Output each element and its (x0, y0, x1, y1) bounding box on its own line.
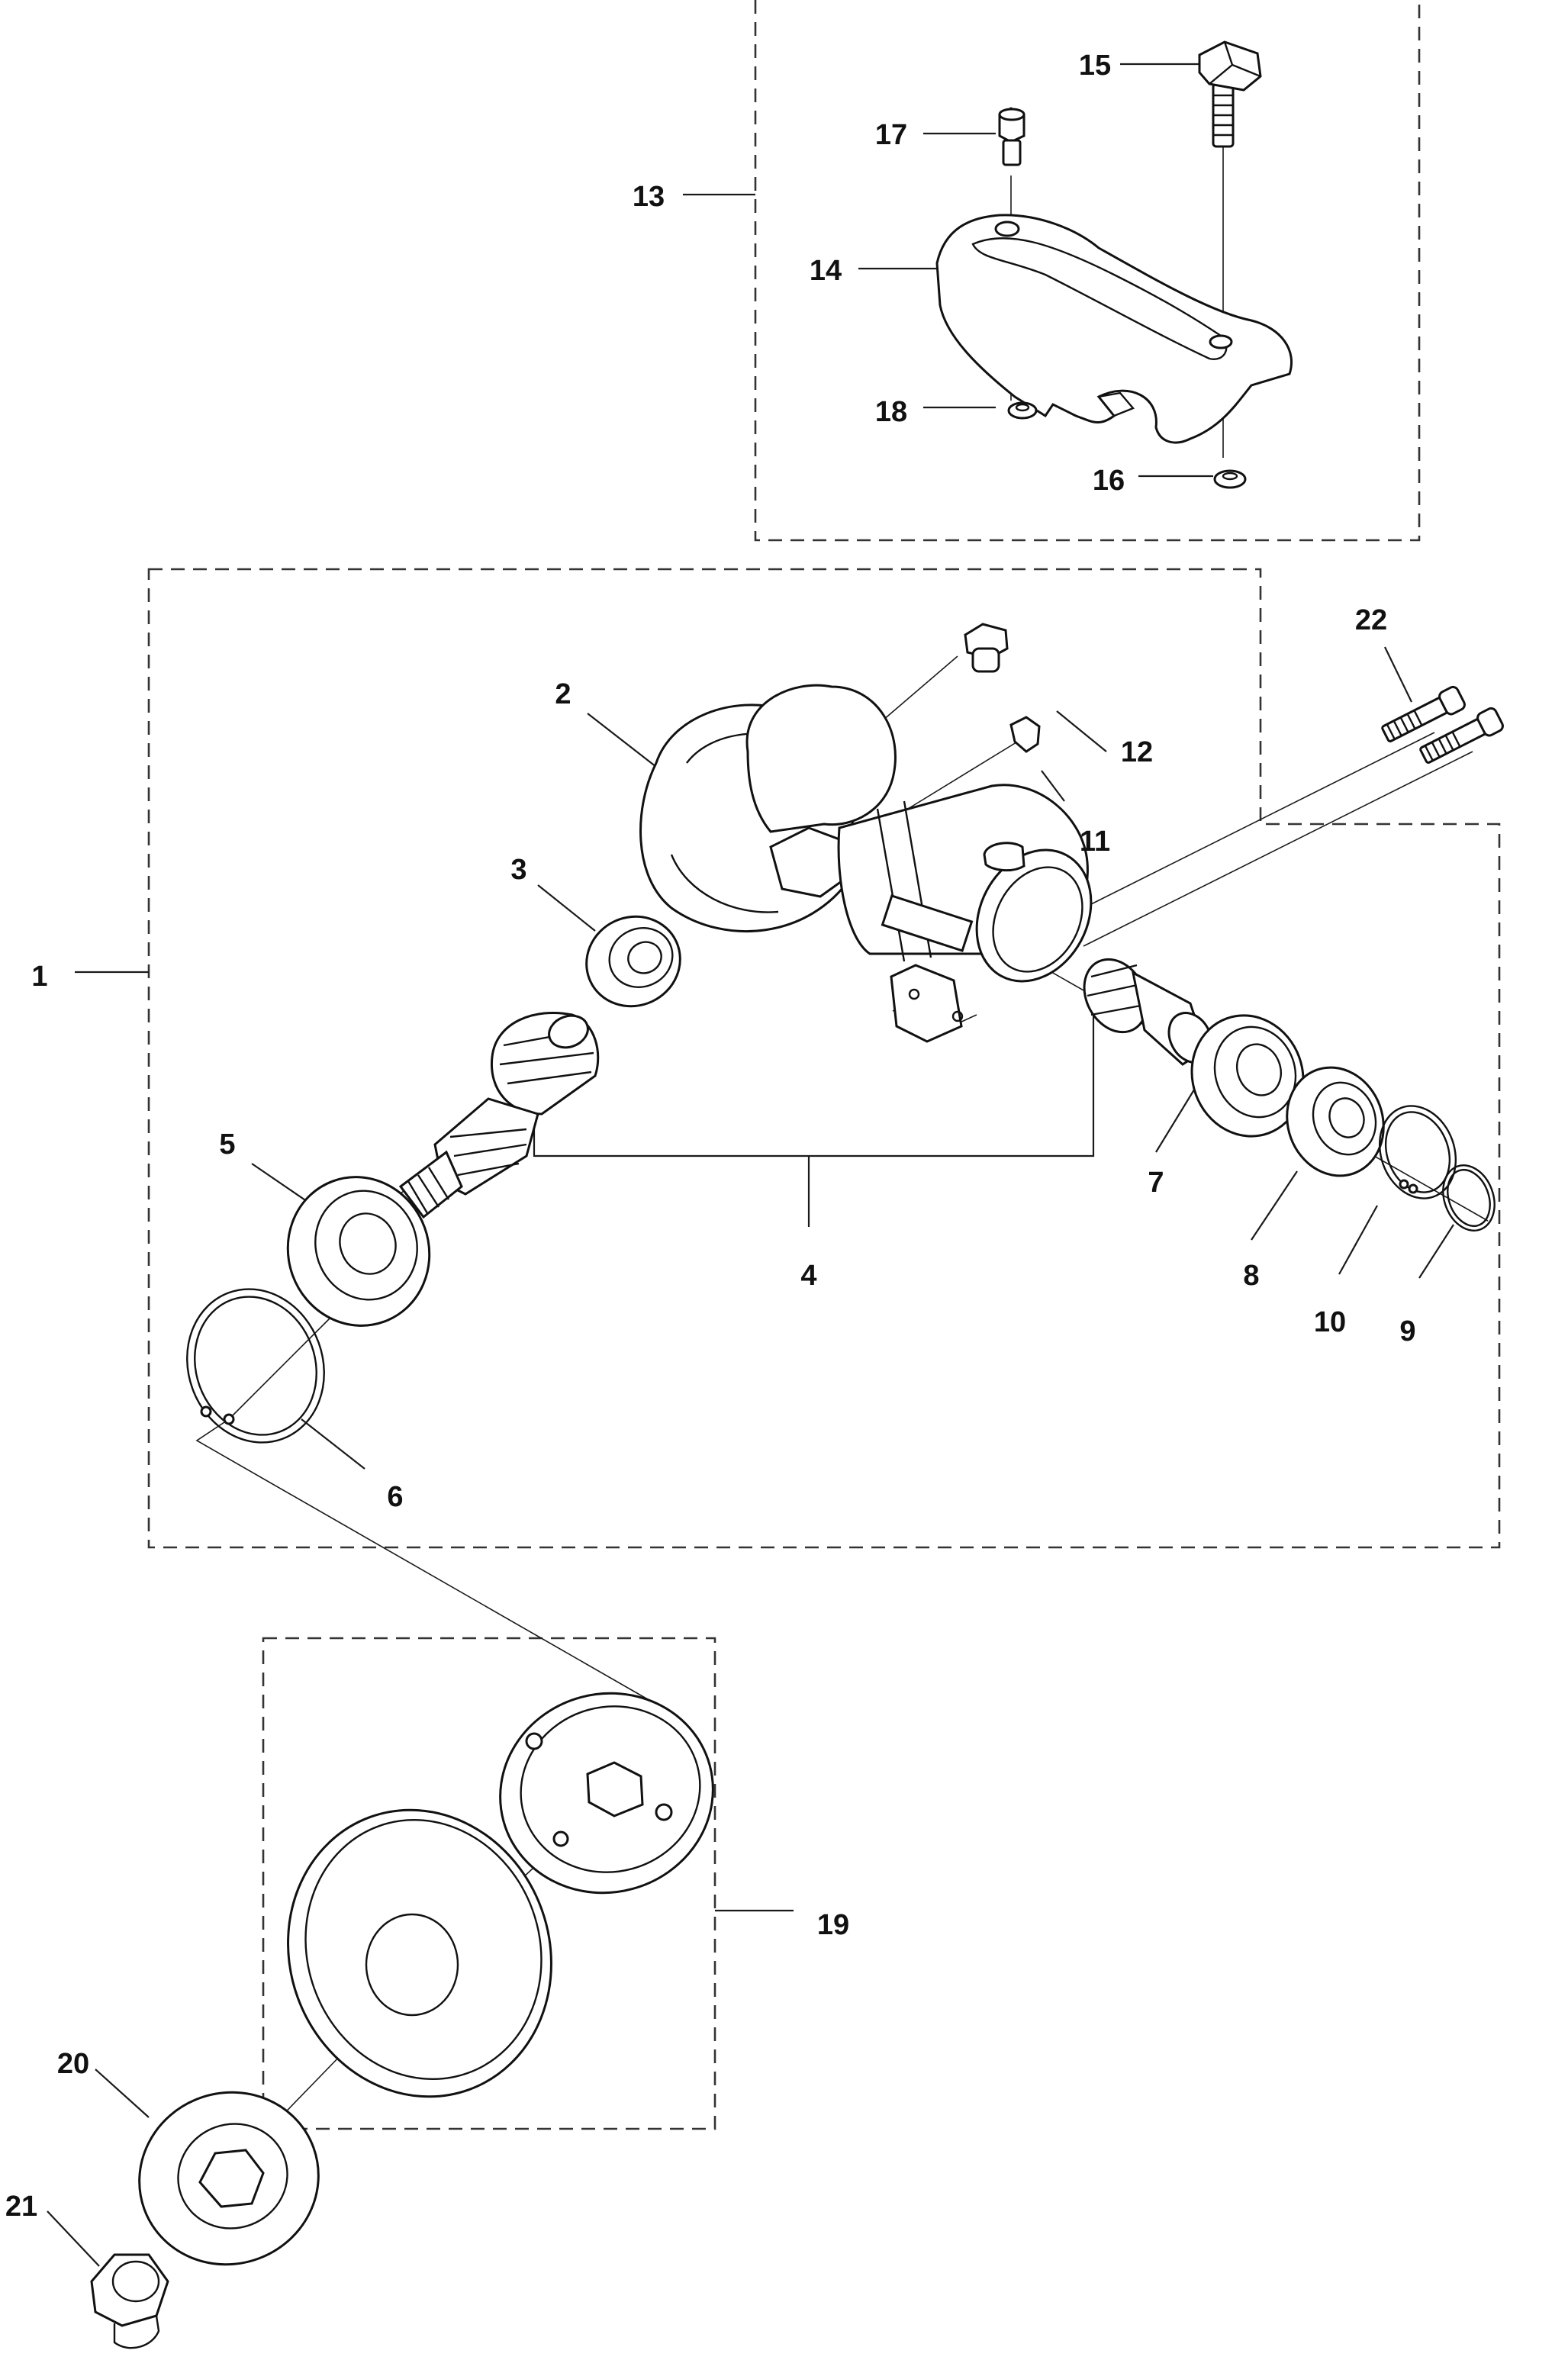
part-21-nut (90, 2253, 169, 2349)
part-6-circlip (186, 1288, 325, 1444)
callout-13: 13 (632, 181, 665, 213)
callout-19: 19 (816, 1909, 850, 1941)
part-9-ring (1442, 1164, 1496, 1232)
part-2-gear-housing (639, 684, 1093, 1043)
callout-4: 4 (800, 1260, 817, 1292)
group-box-1 (147, 568, 1501, 1549)
callout-11: 11 (1079, 826, 1111, 858)
callout-3: 3 (510, 854, 527, 886)
callout-20: 20 (56, 2048, 90, 2080)
callout-8: 8 (1243, 1260, 1260, 1292)
callout-15: 15 (1078, 50, 1112, 82)
part-3-bearing (585, 915, 681, 1008)
callout-7: 7 (1148, 1167, 1164, 1199)
part-22-screws (1381, 685, 1504, 764)
leader-lines (47, 63, 1454, 2267)
callout-10: 10 (1313, 1306, 1347, 1338)
part-10-ring (1378, 1105, 1457, 1199)
callout-14: 14 (809, 255, 842, 287)
part-19-support-cup (499, 1692, 714, 1895)
callout-6: 6 (387, 1481, 404, 1513)
part-17-bolt (998, 107, 1025, 166)
part-18-nut (1007, 401, 1038, 420)
callout-12: 12 (1120, 736, 1154, 768)
group-box-13 (754, 0, 1421, 542)
callout-21: 21 (5, 2191, 38, 2223)
part-12-plug (964, 623, 1009, 673)
callout-5: 5 (219, 1128, 236, 1161)
part-7-bearing (1190, 1014, 1305, 1138)
part-4-gear-shaft (398, 958, 1213, 1219)
callout-17: 17 (874, 119, 908, 151)
part-5-bearing (286, 1176, 431, 1327)
part-16-nut (1213, 469, 1247, 489)
callout-1: 1 (31, 961, 48, 993)
callout-9: 9 (1399, 1315, 1416, 1347)
callout-2: 2 (555, 678, 571, 710)
callout-22: 22 (1354, 604, 1388, 636)
part-8-bearing (1286, 1066, 1385, 1177)
part-14-shield (935, 214, 1293, 444)
part-11-key (1009, 716, 1041, 753)
part-20-washer (138, 2091, 320, 2266)
group-box-19 (262, 1637, 716, 2130)
part-19-support-dish (287, 1808, 552, 2098)
callout-16: 16 (1092, 465, 1125, 497)
part-15-screw (1198, 40, 1262, 148)
callout-18: 18 (874, 396, 908, 428)
